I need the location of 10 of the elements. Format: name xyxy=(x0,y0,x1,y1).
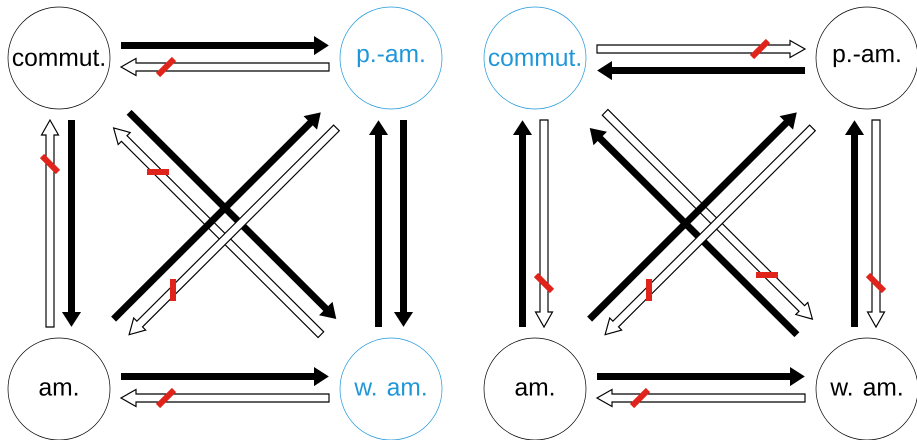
arrow xyxy=(866,119,886,328)
arrow xyxy=(596,40,806,58)
arrow xyxy=(596,388,806,408)
circle-node: commut. xyxy=(8,6,110,110)
arrow xyxy=(120,58,330,76)
arrow xyxy=(534,119,554,328)
circle-node: p.-am. xyxy=(340,6,442,110)
arrow xyxy=(40,118,60,328)
circle-node: commut. xyxy=(484,6,586,110)
arrow xyxy=(120,388,330,408)
